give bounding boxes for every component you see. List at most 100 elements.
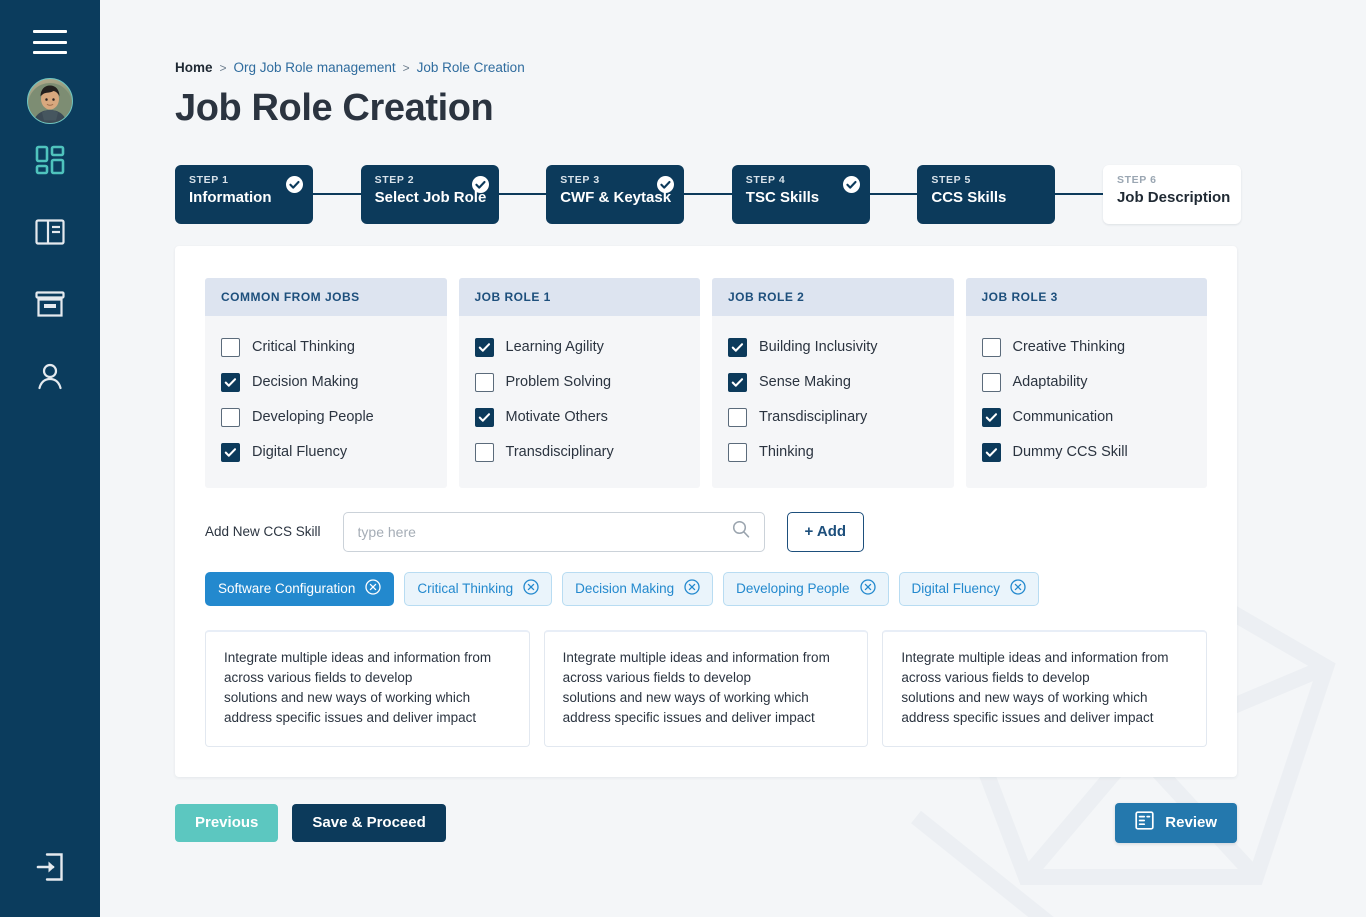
checkbox[interactable]: [728, 372, 747, 392]
remove-tag-icon[interactable]: [859, 579, 876, 598]
checkbox-label: Adaptability: [1012, 374, 1088, 391]
search-input-wrapper[interactable]: [342, 511, 765, 552]
step-name: CWF & Keytask: [560, 188, 672, 206]
checkbox[interactable]: [981, 442, 1001, 462]
skill-tag-label: Digital Fluency: [911, 581, 1001, 597]
checkbox-label: Problem Solving: [505, 374, 612, 391]
checkbox[interactable]: [728, 337, 747, 357]
step-name: Job Description: [1116, 188, 1231, 206]
skill-tag-label: Software Configuration: [218, 581, 356, 597]
checkbox-label: Transdisciplinary: [759, 409, 868, 426]
checkbox[interactable]: [474, 372, 494, 392]
sidebar-item-profile[interactable]: [0, 340, 100, 412]
save-and-proceed-button[interactable]: Save & Proceed: [292, 803, 446, 842]
skill-checkbox-row[interactable]: Critical Thinking: [221, 330, 431, 365]
step-number: STEP 5: [931, 173, 971, 186]
person-icon: [36, 362, 64, 390]
step-connector: [498, 193, 547, 196]
step-connector: [1055, 193, 1103, 196]
checkbox[interactable]: [728, 442, 747, 462]
checkbox-label: Communication: [1012, 409, 1114, 426]
sidebar-item-archive[interactable]: [0, 268, 100, 340]
skill-checkbox-row[interactable]: Transdisciplinary: [474, 435, 685, 470]
checkbox[interactable]: [981, 372, 1001, 392]
previous-button[interactable]: Previous: [175, 803, 279, 842]
skill-column-header: JOB ROLE 1: [458, 277, 700, 316]
skill-checkbox-row[interactable]: Thinking: [728, 435, 938, 470]
remove-tag-icon[interactable]: [523, 579, 539, 598]
skill-checkbox-row[interactable]: Transdisciplinary: [728, 400, 938, 435]
step-number: STEP 4: [745, 173, 786, 186]
checkbox-label: Building Inclusivity: [759, 339, 878, 356]
skill-checkbox-row[interactable]: Learning Agility: [474, 330, 685, 365]
checkbox[interactable]: [728, 407, 747, 427]
checkbox[interactable]: [221, 372, 240, 392]
layout-panel-icon: [35, 219, 65, 245]
skill-checkbox-row[interactable]: Sense Making: [728, 365, 938, 400]
skill-tag[interactable]: Developing People: [723, 571, 889, 606]
skill-checkbox-row[interactable]: Dummy CCS Skill: [981, 435, 1192, 470]
checkbox[interactable]: [474, 337, 494, 357]
search-input[interactable]: [357, 523, 732, 540]
add-skill-row: Add New CCS Skill + Add: [205, 511, 1207, 552]
skill-checkbox-row[interactable]: Communication: [981, 400, 1192, 435]
checkbox[interactable]: [221, 407, 240, 427]
add-skill-button[interactable]: + Add: [786, 511, 865, 552]
skill-tag[interactable]: Decision Making: [562, 571, 714, 606]
skill-tag[interactable]: Software Configuration: [205, 571, 395, 606]
checkbox[interactable]: [474, 407, 494, 427]
checkbox-label: Decision Making: [252, 374, 359, 391]
search-icon[interactable]: [732, 520, 750, 543]
hamburger-menu-icon[interactable]: [33, 30, 67, 54]
skill-checkbox-row[interactable]: Motivate Others: [474, 400, 685, 435]
checkbox-label: Sense Making: [759, 374, 851, 391]
sidebar-item-dashboard[interactable]: [0, 124, 100, 196]
skill-tag[interactable]: Critical Thinking: [404, 571, 553, 606]
skill-column-header: COMMON FROM JOBS: [205, 277, 447, 316]
skill-checkbox-row[interactable]: Building Inclusivity: [728, 330, 938, 365]
skill-checkbox-row[interactable]: Decision Making: [221, 365, 431, 400]
review-button[interactable]: Review: [1115, 802, 1237, 843]
breadcrumb-home[interactable]: Home: [175, 60, 213, 75]
checkbox[interactable]: [981, 337, 1001, 357]
step-complete-icon: [286, 175, 303, 198]
checkbox[interactable]: [221, 442, 240, 462]
remove-tag-icon[interactable]: [1010, 579, 1026, 598]
remove-tag-icon[interactable]: [684, 579, 700, 598]
breadcrumb-parent[interactable]: Org Job Role management: [233, 60, 396, 75]
step-number: STEP 1: [189, 173, 229, 186]
step-complete-icon: [657, 175, 675, 198]
skill-tag[interactable]: Digital Fluency: [898, 571, 1040, 606]
left-sidebar: [0, 0, 100, 917]
skill-checkbox-row[interactable]: Developing People: [221, 400, 431, 435]
checkbox-label: Learning Agility: [505, 339, 604, 356]
checkbox[interactable]: [981, 407, 1001, 427]
avatar[interactable]: [27, 78, 73, 124]
skill-checkbox-row[interactable]: Digital Fluency: [221, 435, 431, 470]
remove-tag-icon[interactable]: [365, 579, 381, 598]
checkbox[interactable]: [474, 442, 494, 462]
add-skill-label: Add New CCS Skill: [205, 524, 321, 540]
skill-checkbox-row[interactable]: Creative Thinking: [981, 330, 1192, 365]
skill-column-header: JOB ROLE 2: [712, 277, 954, 316]
checkbox[interactable]: [221, 337, 240, 357]
skill-checkbox-row[interactable]: Problem Solving: [474, 365, 685, 400]
checkbox-label: Thinking: [759, 444, 814, 461]
logout-button[interactable]: [0, 849, 100, 889]
checkbox-label: Digital Fluency: [252, 444, 348, 461]
skill-description-card: Integrate multiple ideas and information…: [543, 629, 869, 747]
skill-tag-label: Critical Thinking: [417, 581, 514, 597]
skill-checkbox-row[interactable]: Adaptability: [981, 365, 1192, 400]
sidebar-item-content[interactable]: [0, 196, 100, 268]
